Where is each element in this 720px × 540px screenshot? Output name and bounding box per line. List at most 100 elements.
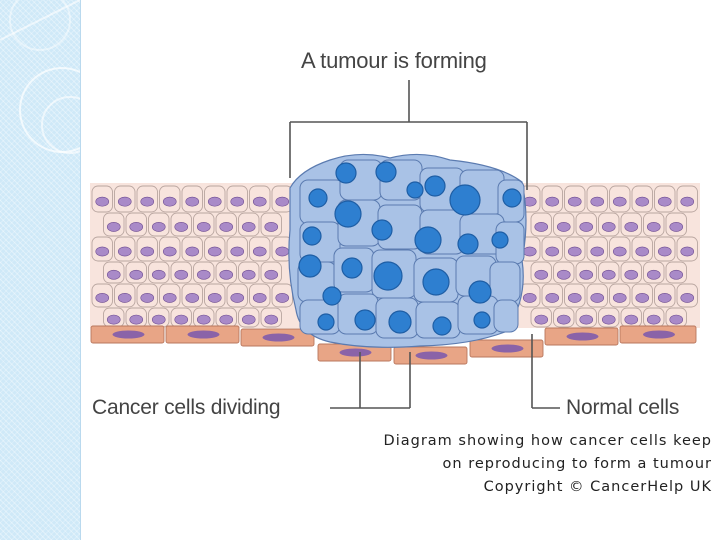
normal-cell-nucleus (196, 222, 211, 232)
normal-cell-nucleus (174, 222, 189, 232)
normal-cell-nucleus (624, 269, 639, 280)
tumour-cell (493, 299, 519, 333)
normal-cell-nucleus (646, 269, 661, 280)
normal-cell-nucleus (207, 196, 222, 207)
normal-cell-nucleus (174, 269, 189, 280)
normal-cell-nucleus (185, 293, 200, 303)
normal-cell-nucleus (162, 293, 177, 303)
normal-cell-nucleus (534, 269, 549, 280)
normal-cells-label: Normal cells (566, 396, 680, 419)
tumour-cell-nucleus (491, 231, 509, 249)
normal-cell-nucleus (601, 269, 616, 280)
normal-cell-nucleus (241, 314, 256, 325)
normal-cell-nucleus (196, 314, 211, 325)
tumour-cell-nucleus (388, 310, 412, 334)
normal-cell-nucleus (95, 196, 110, 207)
tumour-cell-nucleus (308, 188, 328, 208)
basal-cell-nucleus (187, 330, 220, 339)
tumour-cell-nucleus (457, 233, 479, 255)
caption-line-2: on reproducing to form a tumour (442, 456, 712, 472)
normal-cells-leader (531, 334, 560, 409)
normal-cell-nucleus (669, 222, 684, 232)
tumour-cell-nucleus (317, 313, 335, 331)
decorative-circles (0, 0, 80, 154)
normal-cell-nucleus (275, 196, 290, 207)
normal-cell-nucleus (151, 269, 166, 280)
basal-cell-nucleus (262, 333, 295, 342)
tumour-cell-nucleus (298, 254, 322, 278)
sidebar-divider (80, 0, 81, 540)
normal-cell-nucleus (590, 196, 605, 207)
normal-cell-nucleus (556, 269, 571, 280)
basal-cell-nucleus (112, 330, 145, 339)
normal-cell-nucleus (534, 314, 549, 325)
tumour-cell-nucleus (473, 311, 491, 329)
normal-cell-nucleus (680, 246, 695, 257)
normal-cell-nucleus (117, 246, 132, 257)
normal-cell-nucleus (95, 293, 110, 303)
normal-cell-nucleus (612, 293, 627, 303)
normal-cell-nucleus (151, 222, 166, 232)
normal-cell-nucleus (635, 293, 650, 303)
tumour-cell-nucleus (334, 200, 362, 228)
normal-cell-nucleus (230, 196, 245, 207)
normal-cell-nucleus (185, 196, 200, 207)
tumour-cell-nucleus (335, 162, 357, 184)
normal-cell-nucleus (207, 246, 222, 257)
normal-cell-nucleus (601, 222, 616, 232)
tumour-cell-nucleus (502, 188, 522, 208)
normal-cell-nucleus (612, 196, 627, 207)
normal-cell-nucleus (556, 314, 571, 325)
basal-cell-nucleus (643, 330, 675, 339)
basal-cell-nucleus (415, 351, 448, 360)
normal-cell-nucleus (590, 246, 605, 257)
diagram-title: A tumour is forming (301, 48, 487, 73)
normal-cell-nucleus (669, 314, 684, 325)
normal-cell-nucleus (129, 222, 144, 232)
tumour-cell-nucleus (341, 257, 363, 279)
basal-cell-nucleus (566, 332, 599, 341)
normal-cell-nucleus (680, 293, 695, 303)
normal-cell-nucleus (579, 222, 594, 232)
normal-cell-nucleus (117, 196, 132, 207)
normal-cell-nucleus (241, 222, 256, 232)
normal-cell-nucleus (117, 293, 132, 303)
normal-cell-nucleus (151, 314, 166, 325)
tumour-cell-nucleus (373, 261, 403, 291)
normal-cell-nucleus (264, 314, 279, 325)
normal-cell-nucleus (635, 196, 650, 207)
normal-cell-nucleus (579, 314, 594, 325)
normal-cell-nucleus (207, 293, 222, 303)
normal-cell-nucleus (624, 222, 639, 232)
tumour-cell-nucleus (302, 226, 322, 246)
normal-cell-nucleus (264, 222, 279, 232)
tumour-cell-nucleus (375, 161, 397, 183)
normal-cell-nucleus (545, 293, 560, 303)
normal-cell-nucleus (162, 246, 177, 257)
normal-cell-nucleus (106, 314, 121, 325)
tumour-cell (489, 261, 521, 303)
cancer-cells-leader (330, 352, 411, 409)
normal-cell-nucleus (129, 314, 144, 325)
normal-cell-nucleus (241, 269, 256, 280)
normal-cell-nucleus (162, 196, 177, 207)
tumour-cell-nucleus (322, 286, 342, 306)
normal-cell-nucleus (106, 222, 121, 232)
leader-lines (289, 80, 560, 409)
normal-cell-nucleus (140, 196, 155, 207)
normal-cell-nucleus (612, 246, 627, 257)
tumour-cell-nucleus (432, 316, 452, 336)
normal-cell-nucleus (196, 269, 211, 280)
normal-cell-nucleus (545, 196, 560, 207)
normal-cell-nucleus (522, 246, 537, 257)
normal-cell-nucleus (95, 246, 110, 257)
tumour-cell-nucleus (414, 226, 442, 254)
normal-cell-nucleus (567, 246, 582, 257)
normal-cell-nucleus (590, 293, 605, 303)
normal-cell-nucleus (174, 314, 189, 325)
normal-cell-nucleus (669, 269, 684, 280)
normal-cell-nucleus (624, 314, 639, 325)
normal-cell-nucleus (601, 314, 616, 325)
normal-cell-nucleus (140, 246, 155, 257)
normal-cell-nucleus (275, 293, 290, 303)
